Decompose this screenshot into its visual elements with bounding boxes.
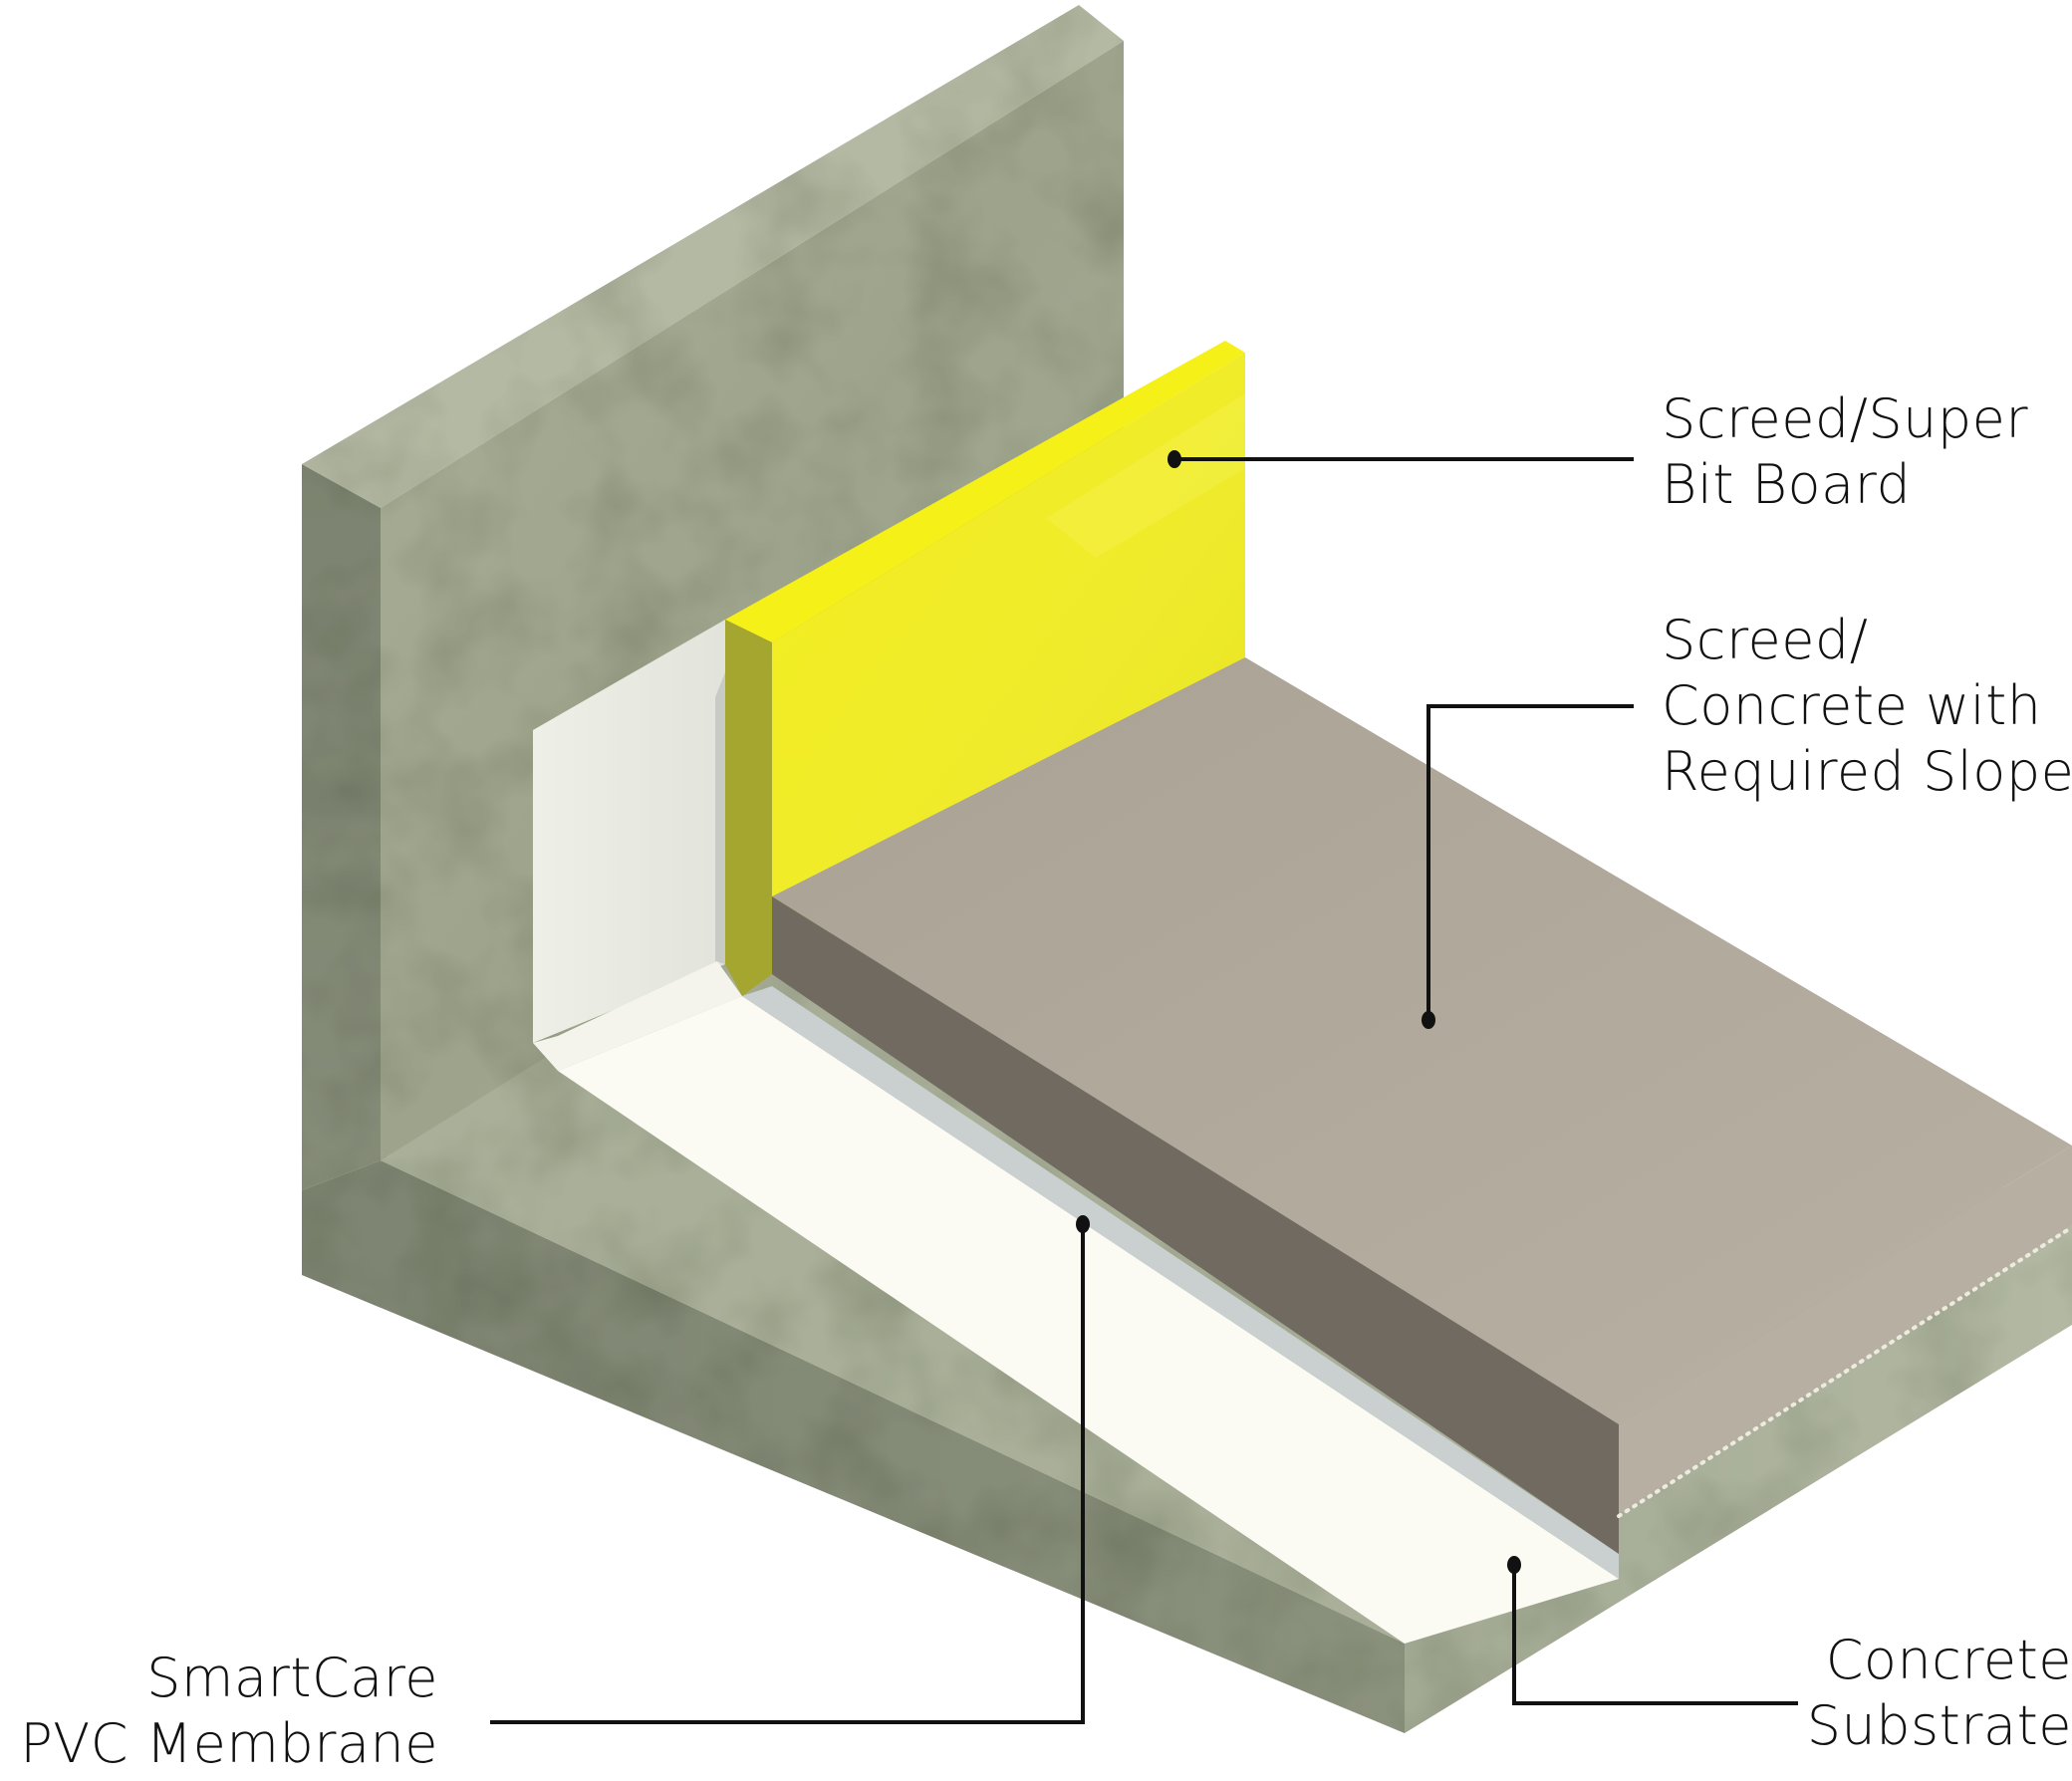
leader-dot-pvc-membrane: [1076, 1215, 1090, 1233]
leader-line-concrete-substrate: [1512, 1563, 1798, 1705]
leader-line-screed-concrete: [1426, 704, 1634, 1018]
label-line: Concrete with: [1662, 674, 2042, 737]
label-line: PVC Membrane: [20, 1712, 438, 1775]
label-line: Substrate: [1806, 1694, 2072, 1757]
label-line: Required Slope: [1662, 740, 2072, 803]
label-screed-super-bit-board: Screed/Super Bit Board: [1662, 386, 2028, 518]
label-concrete-substrate: Concrete Substrate: [1807, 1628, 2072, 1759]
label-line: Screed/: [1662, 609, 1869, 671]
leader-dots: [1076, 450, 1521, 1574]
leader-dot-screed-concrete: [1422, 1011, 1435, 1029]
label-line: Screed/Super: [1662, 387, 2029, 450]
label-line: Concrete: [1825, 1629, 2072, 1691]
screed-layer: [772, 657, 2072, 1554]
leader-dot-super-bit-board: [1167, 450, 1181, 468]
wall-side-face: [302, 464, 381, 1190]
slab-front-face: [302, 1160, 1405, 1733]
board-front-face: [772, 353, 1245, 974]
screed-right-face: [1619, 1145, 2072, 1514]
membrane-floor-portion: [558, 996, 1619, 1644]
label-screed-concrete-slope: Screed/ Concrete with Required Slope: [1662, 608, 2072, 805]
leader-dot-concrete-substrate: [1507, 1556, 1521, 1574]
board-top-edge: [725, 341, 1245, 642]
super-bit-board: [725, 341, 1245, 996]
leader-lines: [490, 457, 1798, 1724]
membrane-wall-return: [715, 620, 742, 964]
membrane-wall-portion: [533, 620, 725, 1043]
wall-top-face: [302, 5, 1124, 508]
screed-joint-dots: [1617, 1225, 2072, 1518]
board-highlight: [1046, 393, 1245, 558]
board-side-edge: [725, 620, 772, 996]
screed-front-face: [772, 896, 1619, 1554]
slab-right-face: [1405, 1225, 2072, 1733]
label-line: SmartCare: [146, 1647, 438, 1709]
screed-top-face: [772, 657, 2072, 1424]
leader-line-pvc-membrane: [490, 1225, 1085, 1724]
label-smartcare-pvc-membrane: SmartCare PVC Membrane: [20, 1646, 438, 1777]
membrane-edge-shadow: [742, 986, 1619, 1579]
membrane-fillet: [533, 961, 742, 1071]
pvc-membrane: [533, 620, 1619, 1644]
label-line: Bit Board: [1662, 453, 1912, 516]
